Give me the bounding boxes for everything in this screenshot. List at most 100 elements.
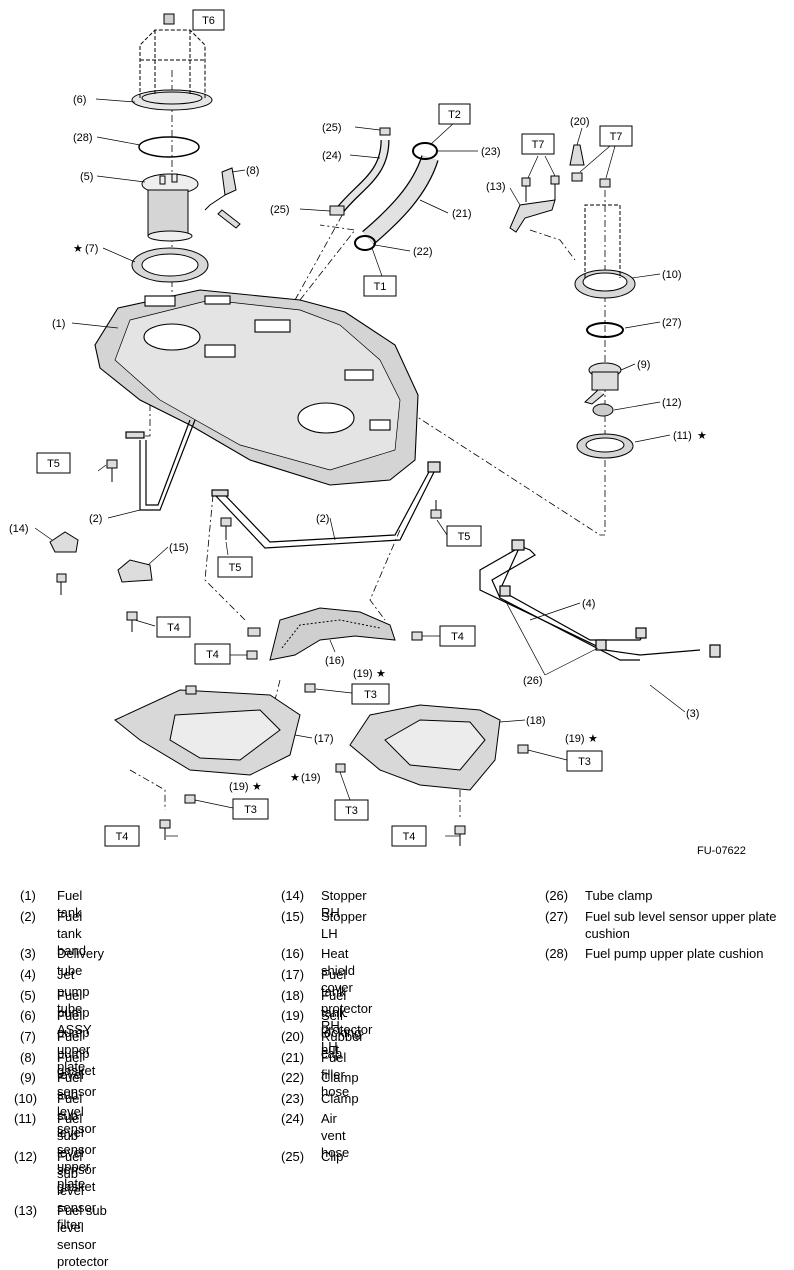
- heat-shield-cover: [246, 607, 423, 661]
- torque-box-t3-top: T3: [351, 683, 390, 705]
- callout-8: (8): [246, 165, 259, 177]
- callout-19-right-star: ★: [588, 733, 598, 745]
- callout-6: (6): [73, 94, 86, 106]
- svg-text:T7: T7: [532, 139, 545, 151]
- svg-text:T4: T4: [403, 831, 416, 843]
- fuel-pump-assy: [141, 173, 199, 242]
- callout-25-bottom: (25): [270, 204, 290, 216]
- bolts-t5: [106, 459, 442, 540]
- fuel-sub-level-sensor-filter: [592, 403, 614, 417]
- callout-19-top: (19): [353, 668, 373, 680]
- callout-19-mid-star: ★: [290, 772, 300, 784]
- callout-21: (21): [452, 208, 472, 220]
- torque-box-t3-mid: T3: [334, 799, 369, 821]
- torque-box-t4-stopper: T4: [156, 616, 191, 638]
- svg-text:T5: T5: [458, 531, 471, 543]
- svg-text:T3: T3: [345, 805, 358, 817]
- callout-23: (23): [481, 146, 501, 158]
- torque-box-t4-shield-right: T4: [439, 625, 476, 647]
- svg-text:T4: T4: [451, 631, 464, 643]
- fuel-tank-protector-rh: [114, 683, 316, 840]
- fuel-sub-level-sensor-upper-plate-cushion: [586, 322, 624, 338]
- guide-lines: [129, 70, 606, 820]
- callout-labels: (6) (28) (5) (8) ★ (7) (1) (25) (24) (25…: [9, 94, 707, 793]
- callout-27: (27): [662, 317, 682, 329]
- torque-box-t5-left: T5: [36, 452, 71, 474]
- callout-19-mid: (19): [301, 772, 321, 784]
- callout-18: (18): [526, 715, 546, 727]
- torque-box-t6: T6: [192, 9, 225, 31]
- callout-12: (12): [662, 397, 682, 409]
- callout-9: (9): [637, 359, 650, 371]
- svg-text:T4: T4: [206, 649, 219, 661]
- torque-box-t7-left: T7: [521, 133, 555, 155]
- callout-26: (26): [523, 675, 543, 687]
- fuel-tank: [94, 289, 419, 486]
- callout-7-star: ★: [73, 243, 83, 255]
- clip-bottom: [329, 205, 345, 216]
- svg-text:T1: T1: [374, 281, 387, 293]
- torque-box-t3-left: T3: [232, 798, 269, 820]
- callout-11-star: ★: [697, 430, 707, 442]
- delivery-and-jet-pump-tubes: [479, 539, 721, 661]
- torque-box-t2: T2: [438, 103, 471, 125]
- clamp-22: [354, 235, 376, 251]
- svg-text:T3: T3: [364, 689, 377, 701]
- fuel-sub-level-sensor: [584, 362, 622, 405]
- exploded-parts-diagram: T6 T2 T1 T7 T7 T5 T5 T5 T4 T4 T4 T3 T3 T…: [9, 9, 721, 847]
- stopper-lh: [117, 559, 153, 632]
- callout-5: (5): [80, 171, 93, 183]
- clip-top: [379, 127, 391, 136]
- torque-code-boxes: T6 T2 T1 T7 T7 T5 T5 T5 T4 T4 T4 T3 T3 T…: [36, 9, 633, 847]
- torque-box-t7-right: T7: [599, 125, 633, 147]
- nut-t7-right: [599, 178, 611, 188]
- fuel-sub-level-sensor-gasket: [576, 433, 634, 459]
- figure-id: FU-07622: [697, 845, 746, 857]
- torque-box-t5-mid: T5: [217, 556, 253, 578]
- fuel-level-sensor: [204, 167, 241, 229]
- svg-text:T3: T3: [244, 804, 257, 816]
- fuel-tank-band-left: [125, 419, 196, 511]
- callout-19-left-star: ★: [252, 781, 262, 793]
- fuel-pump-gasket: [131, 247, 209, 283]
- svg-text:T4: T4: [167, 622, 180, 634]
- torque-box-t1: T1: [363, 275, 397, 297]
- callout-16: (16): [325, 655, 345, 667]
- fuel-tank-band-bottom: [211, 461, 441, 549]
- callout-15: (15): [169, 542, 189, 554]
- callout-19-top-star: ★: [376, 668, 386, 680]
- callout-3: (3): [686, 708, 699, 720]
- svg-text:T2: T2: [448, 109, 461, 121]
- torque-box-t4-left: T4: [104, 825, 140, 847]
- callout-2-bottom: (2): [316, 513, 329, 525]
- svg-text:T5: T5: [229, 562, 242, 574]
- callout-24: (24): [322, 150, 342, 162]
- fuel-pump-upper-plate: [131, 13, 213, 111]
- callout-4: (4): [582, 598, 595, 610]
- callout-28: (28): [73, 132, 93, 144]
- callout-20: (20): [570, 116, 590, 128]
- rubber-cap: [569, 144, 585, 166]
- svg-text:T4: T4: [116, 831, 129, 843]
- svg-text:T6: T6: [202, 15, 215, 27]
- callout-19-right: (19): [565, 733, 585, 745]
- torque-box-t5-right: T5: [446, 525, 482, 547]
- callout-13: (13): [486, 181, 506, 193]
- parts-legend: (1)Fuel tank (2)Fuel tank band (3)Delive…: [14, 888, 777, 1269]
- svg-text:T7: T7: [610, 131, 623, 143]
- torque-box-t4-shield-left: T4: [194, 643, 231, 665]
- callout-22: (22): [413, 246, 433, 258]
- callout-25-top: (25): [322, 122, 342, 134]
- callout-19-left: (19): [229, 781, 249, 793]
- callout-1: (1): [52, 318, 65, 330]
- svg-text:T3: T3: [578, 756, 591, 768]
- callout-14: (14): [9, 523, 29, 535]
- callout-11: (11): [673, 430, 692, 442]
- callout-10: (10): [662, 269, 682, 281]
- fuel-sub-level-sensor-upper-plate: [574, 204, 636, 299]
- fuel-sub-level-sensor-protector: [509, 175, 560, 233]
- callout-7: (7): [85, 243, 98, 255]
- callout-2-left: (2): [89, 513, 102, 525]
- fuel-tank-protector-lh: [335, 704, 529, 846]
- fuel-pump-upper-plate-cushion: [138, 136, 200, 158]
